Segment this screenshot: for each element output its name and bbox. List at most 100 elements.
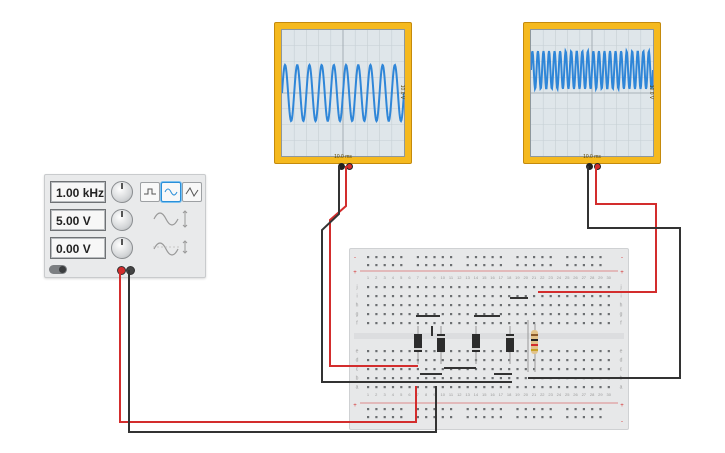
positive-terminal[interactable] [117,266,126,275]
triangle-wave-button[interactable] [182,182,202,202]
svg-text:30: 30 [606,275,611,280]
frequency-display[interactable]: 1.00 kHz [50,181,106,203]
svg-text:8: 8 [425,275,428,280]
svg-text:3: 3 [383,392,386,397]
scope-1-ground-probe[interactable] [338,163,345,170]
negative-terminal[interactable] [126,266,135,275]
svg-text:2: 2 [375,275,378,280]
sine-wave-button[interactable] [161,182,181,202]
scope-1-timebase: 10.0 ms [334,154,352,160]
svg-text:d: d [620,358,623,364]
svg-text:i: i [620,294,621,300]
breadboard-holes: 1122334455667788991010111112121313141415… [353,255,624,425]
svg-text:19: 19 [515,392,520,397]
svg-text:13: 13 [465,392,470,397]
svg-text:3: 3 [383,275,386,280]
svg-text:d: d [356,358,359,364]
svg-text:10: 10 [440,275,445,280]
svg-text:27: 27 [582,275,587,280]
oscilloscope-2[interactable]: 10.0 ms 10.0 V [523,22,661,170]
svg-text:13: 13 [465,275,470,280]
svg-text:-: - [354,255,356,261]
svg-text:10: 10 [440,392,445,397]
svg-text:25: 25 [565,392,570,397]
sine-wave-icon [164,188,178,196]
oscilloscope-1[interactable]: 10.0 ms 10.0 V [274,22,412,170]
svg-text:e: e [356,349,359,355]
svg-text:18: 18 [507,392,512,397]
svg-text:11: 11 [449,275,454,280]
svg-text:j: j [355,285,357,291]
scope-1-signal-probe[interactable] [346,163,353,170]
svg-text:15: 15 [482,392,487,397]
dc-offset-knob[interactable] [111,237,133,259]
scope-2-ground-probe[interactable] [586,163,593,170]
svg-text:16: 16 [490,392,495,397]
svg-text:b: b [356,376,359,382]
amplitude-knob[interactable] [111,209,133,231]
square-wave-button[interactable] [140,182,160,202]
square-wave-icon [144,188,156,195]
svg-text:30: 30 [606,392,611,397]
svg-text:20: 20 [523,392,528,397]
svg-text:9: 9 [433,275,436,280]
svg-text:+: + [353,403,357,409]
svg-text:29: 29 [598,392,603,397]
svg-text:g: g [620,312,623,318]
svg-text:24: 24 [557,392,562,397]
svg-text:1: 1 [367,275,370,280]
svg-text:g: g [356,312,359,318]
svg-text:28: 28 [590,392,595,397]
svg-text:29: 29 [598,275,603,280]
svg-text:18: 18 [507,275,512,280]
svg-text:5: 5 [400,392,403,397]
svg-text:23: 23 [548,275,553,280]
svg-text:4: 4 [392,392,395,397]
scope-1-screen [281,29,405,157]
svg-text:e: e [620,349,623,355]
scope-2-volts-per-div: 10.0 V [647,84,654,100]
svg-text:26: 26 [573,275,578,280]
svg-text:8: 8 [425,392,428,397]
svg-text:16: 16 [490,275,495,280]
svg-text:6: 6 [408,275,411,280]
amplitude-indicator-icon [153,210,188,228]
svg-text:b: b [620,376,623,382]
svg-text:28: 28 [590,275,595,280]
svg-text:f: f [620,321,622,327]
scope-1-volts-per-div: 10.0 V [398,84,405,100]
svg-text:+: + [620,403,624,409]
svg-text:7: 7 [417,275,420,280]
svg-text:4: 4 [392,275,395,280]
scope-2-signal-probe[interactable] [594,163,601,170]
frequency-knob[interactable] [111,181,133,203]
svg-text:1: 1 [367,392,370,397]
svg-text:20: 20 [523,275,528,280]
scope-1-trace [282,30,404,156]
svg-text:15: 15 [482,275,487,280]
svg-text:j: j [619,285,621,291]
svg-text:24: 24 [557,275,562,280]
svg-text:22: 22 [540,275,545,280]
svg-text:14: 14 [474,275,479,280]
offset-indicator-icon [153,240,188,256]
amplitude-display[interactable]: 5.00 V [50,209,106,231]
svg-text:25: 25 [565,275,570,280]
svg-text:-: - [621,419,623,425]
svg-text:2: 2 [375,392,378,397]
svg-text:6: 6 [408,392,411,397]
svg-text:-: - [354,419,356,425]
svg-text:9: 9 [433,392,436,397]
dc-offset-display[interactable]: 0.00 V [50,237,106,259]
svg-text:c: c [620,367,623,373]
scope-2-trace [531,30,653,156]
svg-text:h: h [620,303,623,309]
function-generator[interactable]: 1.00 kHz 5.00 V 0.00 V [44,174,206,278]
svg-text:c: c [356,367,359,373]
svg-text:a: a [356,385,359,391]
svg-text:27: 27 [582,392,587,397]
power-switch[interactable] [49,265,67,274]
svg-text:21: 21 [532,392,537,397]
